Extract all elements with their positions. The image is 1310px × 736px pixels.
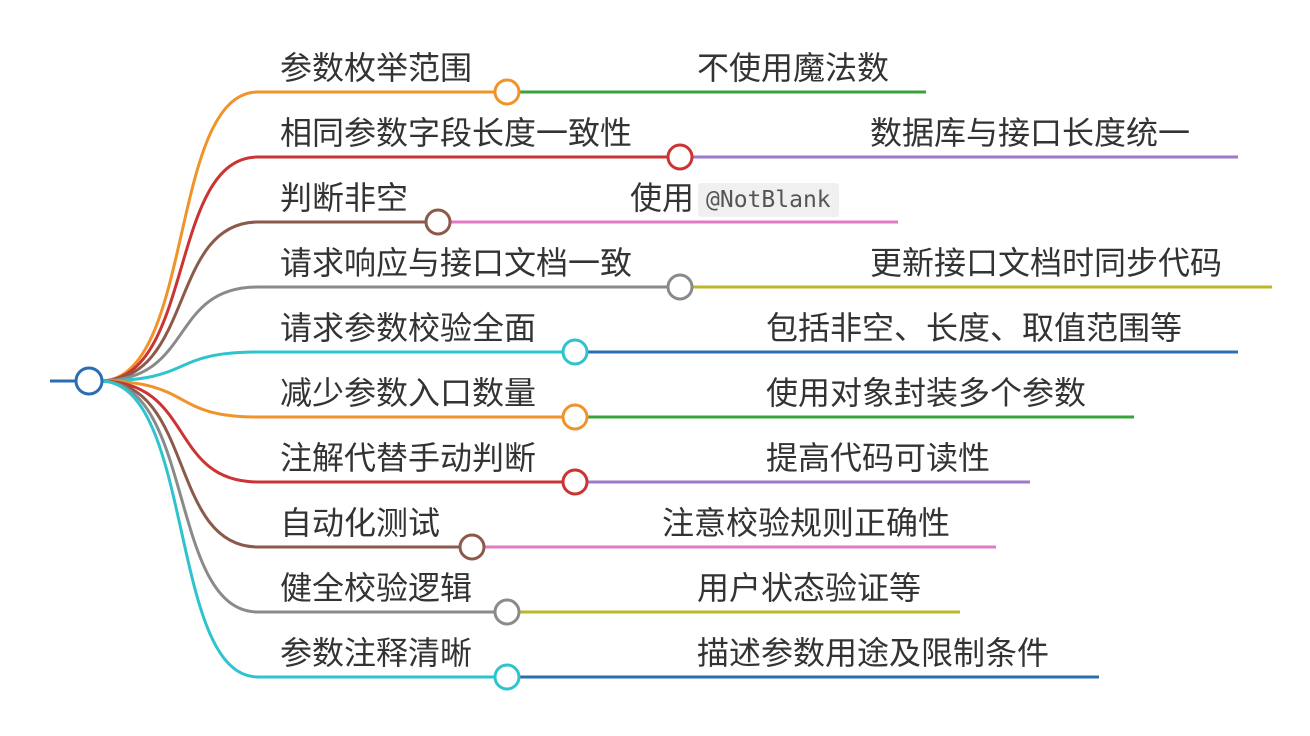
branch-toggle-node[interactable] bbox=[493, 598, 521, 626]
leaf-label[interactable]: 不使用魔法数 bbox=[697, 48, 889, 88]
branch-edge bbox=[99, 350, 259, 383]
leaf-label-text: 用户状态验证等 bbox=[697, 569, 922, 607]
leaf-label-text: 描述参数用途及限制条件 bbox=[697, 634, 1050, 672]
branch-label[interactable]: 判断非空 bbox=[280, 179, 409, 217]
leaf-label-text: 提高代码可读性 bbox=[766, 439, 991, 477]
leaf-label[interactable]: 数据库与接口长度统一 bbox=[870, 113, 1190, 153]
branch-toggle-node[interactable] bbox=[666, 143, 694, 171]
leaf-label[interactable]: 包括非空、长度、取值范围等 bbox=[766, 308, 1182, 348]
leaf-label-text: 数据库与接口长度统一 bbox=[870, 114, 1191, 152]
leaf-label[interactable]: 使用对象封装多个参数 bbox=[766, 373, 1086, 413]
leaf-label[interactable]: 描述参数用途及限制条件 bbox=[697, 633, 1049, 673]
leaf-label-text: 使用 bbox=[630, 179, 695, 217]
leaf-label[interactable]: 更新接口文档时同步代码 bbox=[870, 243, 1222, 283]
inline-code: @NotBlank bbox=[698, 183, 839, 217]
leaf-label-text: 更新接口文档时同步代码 bbox=[870, 244, 1223, 282]
root-node[interactable] bbox=[74, 366, 104, 396]
branch-edge bbox=[99, 379, 259, 614]
branch-label[interactable]: 请求响应与接口文档一致 bbox=[280, 244, 633, 282]
leaf-label-text: 使用对象封装多个参数 bbox=[766, 374, 1087, 412]
branch-toggle-node[interactable] bbox=[493, 663, 521, 691]
branch-label[interactable]: 健全校验逻辑 bbox=[280, 569, 473, 607]
branch-edge bbox=[99, 379, 259, 549]
branch-toggle-node[interactable] bbox=[561, 468, 589, 496]
branch-label[interactable]: 参数枚举范围 bbox=[280, 49, 473, 87]
leaf-label-text: 注意校验规则正确性 bbox=[662, 504, 951, 542]
leaf-label[interactable]: 注意校验规则正确性 bbox=[662, 503, 950, 543]
branch-toggle-node[interactable] bbox=[666, 273, 694, 301]
branch-toggle-node[interactable] bbox=[458, 533, 486, 561]
leaf-label[interactable]: 使用@NotBlank bbox=[630, 178, 839, 218]
branch-edge bbox=[99, 220, 259, 383]
branch-toggle-node[interactable] bbox=[561, 403, 589, 431]
branch-label[interactable]: 减少参数入口数量 bbox=[280, 374, 537, 412]
branch-toggle-node[interactable] bbox=[424, 208, 452, 236]
leaf-label-text: 包括非空、长度、取值范围等 bbox=[766, 309, 1183, 347]
branch-edge bbox=[99, 379, 259, 484]
branch-edge bbox=[99, 90, 259, 383]
branch-label[interactable]: 请求参数校验全面 bbox=[280, 309, 537, 347]
leaf-label[interactable]: 用户状态验证等 bbox=[697, 568, 921, 608]
branch-label[interactable]: 相同参数字段长度一致性 bbox=[280, 114, 633, 152]
branch-edge bbox=[99, 379, 259, 679]
branch-toggle-node[interactable] bbox=[561, 338, 589, 366]
branch-label[interactable]: 自动化测试 bbox=[280, 504, 441, 542]
branch-label[interactable]: 参数注释清晰 bbox=[280, 634, 473, 672]
branch-label[interactable]: 注解代替手动判断 bbox=[280, 439, 537, 477]
leaf-label[interactable]: 提高代码可读性 bbox=[766, 438, 990, 478]
leaf-label-text: 不使用魔法数 bbox=[697, 49, 890, 87]
branch-toggle-node[interactable] bbox=[493, 78, 521, 106]
branch-edge bbox=[99, 285, 259, 383]
branch-edge bbox=[99, 379, 259, 419]
branch-edge bbox=[99, 155, 259, 383]
